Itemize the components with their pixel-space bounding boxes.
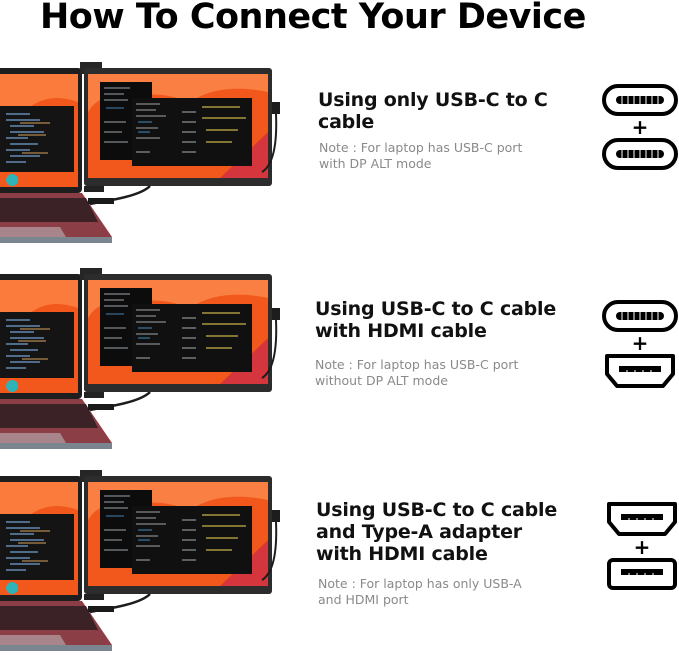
page-title: How To Connect Your Device xyxy=(40,0,586,37)
hdmi-port-icon xyxy=(605,354,675,388)
laptop-with-extension-monitor-image xyxy=(0,470,290,660)
laptop-with-extension-monitor-image xyxy=(0,62,290,252)
hdmi-port-icon xyxy=(607,502,677,536)
port-icons: + xyxy=(602,502,679,590)
option-note: Note : For laptop has only USB-A and HDM… xyxy=(318,576,522,607)
plus-sign: + xyxy=(631,331,649,355)
option-note: Note : For laptop has USB-C port without… xyxy=(315,357,519,388)
option-heading: Using USB-C to C cable with HDMI cable xyxy=(315,298,557,342)
port-icons: + xyxy=(600,84,679,170)
option-heading: Using only USB-C to C cable xyxy=(318,89,548,133)
usb-c-port-icon xyxy=(602,138,678,170)
option-note: Note : For laptop has USB-C port with DP… xyxy=(319,140,523,171)
usb-c-port-icon xyxy=(602,84,678,116)
usb-c-port-icon xyxy=(602,300,678,332)
usb-a-port-icon xyxy=(607,558,677,590)
port-icons: + xyxy=(600,300,679,388)
plus-sign: + xyxy=(631,115,649,139)
option-heading: Using USB-C to C cable and Type-A adapte… xyxy=(316,499,558,565)
plus-sign: + xyxy=(633,535,651,559)
laptop-with-extension-monitor-image xyxy=(0,268,290,458)
